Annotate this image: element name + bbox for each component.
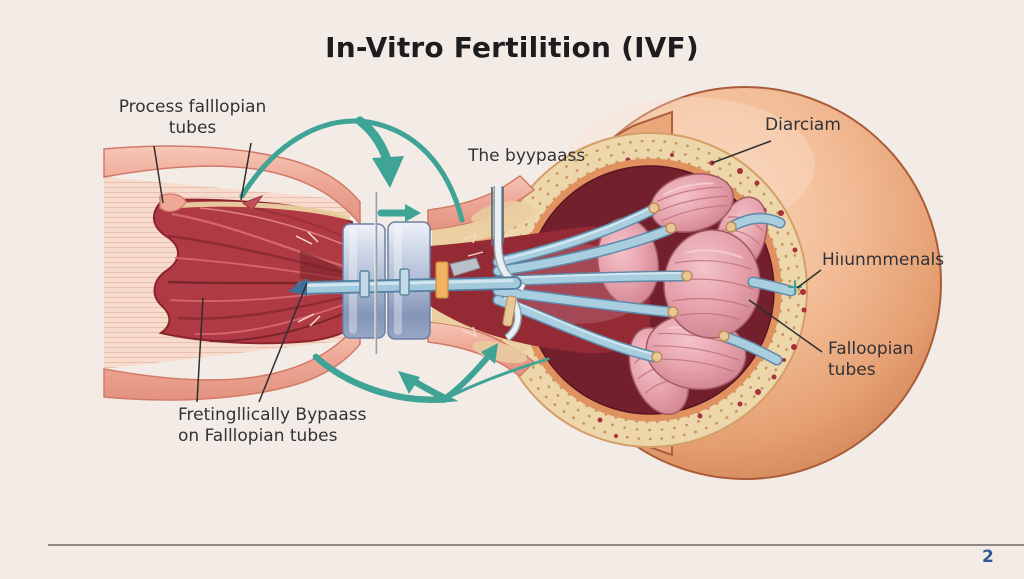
label-fret-line2: on Falllopian tubes xyxy=(178,426,338,446)
label-falloopian-line1: Falloopian xyxy=(828,339,914,359)
needle xyxy=(374,192,378,354)
fallopian-tube-left xyxy=(103,145,361,401)
teal-arrows xyxy=(239,116,550,403)
orange-connector xyxy=(435,261,449,299)
clamp-device xyxy=(288,192,522,354)
leader-lines xyxy=(153,140,823,403)
tube-collar xyxy=(399,268,410,296)
page-number: 2 xyxy=(982,547,994,567)
arc-bottom-left xyxy=(312,353,459,403)
label-process-line2: tubes xyxy=(168,118,217,138)
gray-clip xyxy=(449,257,481,277)
label-fretinglically-bypass: Fretingllically Bypaass on Falllopian tu… xyxy=(178,405,366,447)
blue-tubes xyxy=(492,202,802,366)
label-falloopian-tubes: Falloopian tubes xyxy=(828,339,914,381)
label-fret-line1: Fretingllically Bypaass xyxy=(178,405,367,425)
footer-divider xyxy=(48,544,1024,546)
label-hinummenals: Hiıunmmenals xyxy=(822,250,945,270)
label-diarciam: Diarciam xyxy=(765,115,841,135)
label-bypass: The byypaass xyxy=(468,146,586,166)
window-flap xyxy=(159,193,187,212)
label-process-fallopian: Process falllopian tubes xyxy=(105,97,280,139)
tube-collar xyxy=(359,270,370,298)
label-process-line1: Process falllopian xyxy=(118,97,267,117)
label-falloopian-line2: tubes xyxy=(828,360,876,380)
page-title: In-Vitro Fertilition (IVF) xyxy=(325,30,699,64)
tube-tips xyxy=(648,202,737,363)
